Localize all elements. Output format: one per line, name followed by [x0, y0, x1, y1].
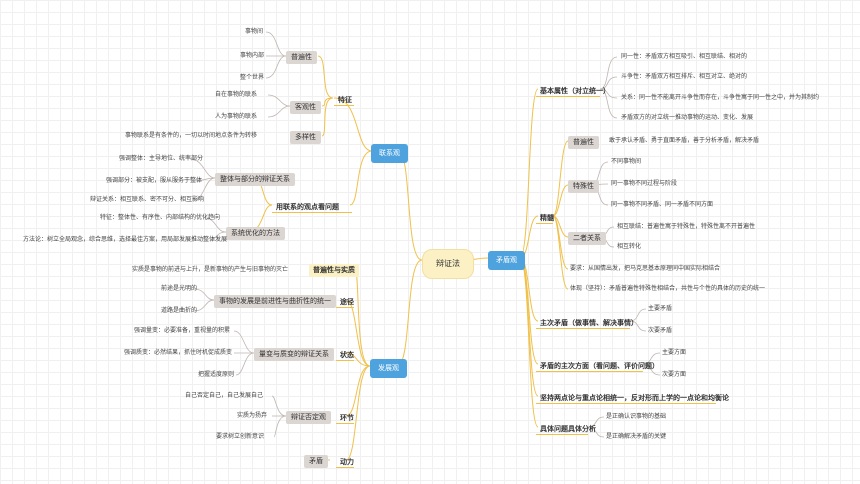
node-maodun[interactable]: 矛盾: [304, 455, 328, 468]
node-pubianxing-m[interactable]: 普遍性: [568, 136, 599, 149]
leaf: 前途是光明的: [161, 285, 198, 292]
center-node[interactable]: 辩证法: [422, 249, 474, 279]
leaf: 道路是曲折的: [161, 307, 198, 314]
leaf: 把握适度原则: [198, 371, 235, 378]
leaf: 自在事物的联系: [215, 91, 258, 98]
node-zhuangtai-relation[interactable]: 量变与质变的辩证关系: [254, 348, 334, 361]
branch-lianxi[interactable]: 联系观: [371, 144, 408, 163]
underline: [336, 467, 354, 468]
node-jiben-shuxing[interactable]: 基本属性（对立统一）: [540, 87, 610, 95]
leaf: 斗争性：矛盾双方相互排斥、相互对立、绝对的: [621, 73, 748, 80]
node-bianzheng-fouding[interactable]: 辩证否定观: [286, 411, 331, 424]
leaf: 特征：整体性、有序性、内部结构的优化趋向: [100, 214, 221, 221]
node-zhuci-maodun[interactable]: 主次矛盾（做事情、解决事情）: [540, 319, 638, 327]
leaf: 实质是事物的前进与上升，是新事物的产生与旧事物的灭亡: [132, 266, 289, 273]
branch-fazhan[interactable]: 发展观: [370, 359, 407, 378]
node-tezheng[interactable]: 特征: [338, 96, 352, 104]
node-xitong-youhua[interactable]: 系统优化的方法: [226, 227, 285, 240]
leaf: 要求树立创新意识: [216, 433, 265, 440]
node-zhengti-bufen[interactable]: 整体与部分的辩证关系: [215, 173, 295, 186]
node-tujing-relation[interactable]: 事物的发展是前进性与曲折性的统一: [214, 295, 336, 308]
leaf: 自己否定自己，自己发展自己: [185, 392, 264, 399]
leaf: 是正确认识事物的基础: [606, 413, 667, 420]
branch-maodun[interactable]: 矛盾观: [488, 251, 525, 270]
leaf: 同一事物不同矛盾、同一矛盾不同方面: [611, 201, 714, 208]
node-shizhi[interactable]: 普遍性与实质: [309, 264, 359, 277]
underline: [536, 96, 600, 97]
underline: [336, 307, 354, 308]
underline: [536, 328, 630, 329]
leaf: 相互联结：普遍性寓于特殊性，特殊性离不开普遍性: [617, 223, 756, 230]
leaf: 关系：同一性不能离开斗争性而存在，斗争性寓于同一性之中，并为其制约: [621, 94, 820, 101]
leaf: 事物联系是有条件的，一切以时间地点条件为转移: [125, 132, 258, 139]
leaf: 强调质变：必然结果，抓住时机促成质变: [124, 349, 233, 356]
underline: [536, 371, 643, 372]
node-huanjie[interactable]: 环节: [340, 414, 354, 422]
leaf: 强调部分：被支配，服从服务于整体: [106, 177, 203, 184]
leaf: 不同事物间: [611, 158, 642, 165]
node-dongli[interactable]: 动力: [340, 458, 354, 466]
leaf: 事物间: [245, 28, 264, 35]
leaf: 强调量变：必要准备，重视量的积累: [134, 327, 231, 334]
node-erzhe-guanxi[interactable]: 二者关系: [568, 232, 606, 245]
leaf: 主要方面: [662, 349, 687, 356]
leaf: 敢于承认矛盾、勇于直面矛盾，善于分析矛盾，解决矛盾: [609, 137, 760, 144]
underline: [336, 423, 354, 424]
node-juti-fenxi[interactable]: 具体问题具体分析: [540, 425, 596, 433]
leaf: 同一性：矛盾双方相互吸引、相互联结、相对的: [621, 53, 748, 60]
leaf: 是正确解决矛盾的关键: [606, 433, 667, 440]
node-pubianxing[interactable]: 普遍性: [286, 51, 317, 64]
leaf: 人为事物的联系: [215, 113, 258, 120]
node-zhuangtai[interactable]: 状态: [340, 351, 354, 359]
leaf-tixian: 体现（坚持）：矛盾普遍性特殊性相结合，共性与个性的具体的历史的统一: [570, 285, 766, 292]
node-liangdian[interactable]: 坚持两点论与重点论相统一，反对形而上学的一点论和均衡论: [540, 394, 729, 402]
node-jingsui[interactable]: 精髓: [540, 214, 554, 222]
leaf: 强调整体：主导地位、统率部分: [119, 155, 204, 162]
underline: [336, 360, 354, 361]
leaf: 次要方面: [662, 371, 687, 378]
leaf: 主要矛盾: [648, 305, 673, 312]
leaf: 整个世界: [240, 74, 265, 81]
leaf: 辩证关系：相互联系、密不可分、相互影响: [90, 196, 205, 203]
node-tujing[interactable]: 途径: [340, 298, 354, 306]
leaf: 次要矛盾: [648, 327, 673, 334]
leaf: 同一事物不同过程与阶段: [611, 180, 678, 187]
underline: [334, 105, 354, 106]
node-teshuxing[interactable]: 特殊性: [568, 180, 599, 193]
leaf: 相互转化: [617, 243, 642, 250]
node-guandian[interactable]: 用联系的观点看问题: [276, 203, 339, 211]
leaf: 矛盾双方的对立统一推动事物的运动、变化、发展: [621, 114, 754, 121]
underline: [536, 403, 716, 404]
node-zhuci-fangmian[interactable]: 矛盾的主次方面（看问题、评价问题）: [540, 362, 659, 370]
leaf: 实质为扬弃: [237, 412, 268, 419]
node-keguanxing[interactable]: 客观性: [290, 101, 321, 114]
leaf: 方法论：树立全局观念，综合思维，选择最佳方案，用局部发展推动整体发展: [23, 236, 228, 243]
underline: [272, 212, 352, 213]
leaf-yaoqiu: 要求：从国情出发，把马克思基本原理同中国实际相结合: [570, 265, 721, 272]
underline: [536, 223, 553, 224]
node-duoyangxing[interactable]: 多样性: [290, 131, 321, 144]
underline: [536, 434, 588, 435]
leaf: 事物内部: [240, 52, 265, 59]
